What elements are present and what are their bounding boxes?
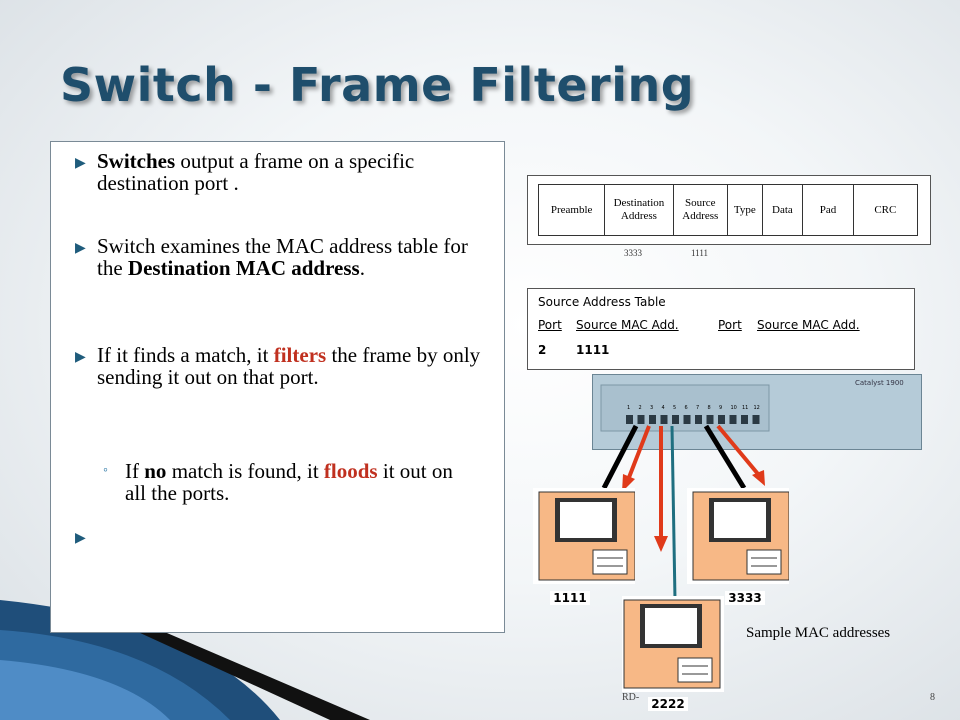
switch-port-number: 8: [708, 405, 711, 411]
switch-port: [706, 415, 714, 424]
computer-2222: [622, 596, 724, 697]
switch-port: [752, 415, 760, 424]
frame-field-pad: Pad: [803, 185, 854, 235]
sat-header-mac-2: Source MAC Add.: [757, 318, 860, 332]
switch-port: [718, 415, 725, 424]
sat-header-mac: Source MAC Add.: [576, 318, 679, 332]
slide-title: Switch - Frame Filtering: [60, 58, 695, 112]
frame-format-diagram: Preamble Destination Address Source Addr…: [527, 175, 931, 245]
sub-bullet-circle-icon: ◦: [103, 463, 108, 478]
switch-port: [683, 415, 691, 424]
source-address-table: Source Address Table Port Source MAC Add…: [527, 288, 915, 370]
mac-label-1111: 1111: [550, 591, 590, 605]
computer-1111: [533, 488, 636, 589]
bullet-text: Switches output a frame on a specific de…: [97, 149, 415, 195]
footer-left-text: RD-: [622, 692, 640, 703]
switch-port-number: 7: [696, 405, 699, 411]
frame-source-mac: 1111: [691, 248, 708, 258]
computer-icon: [622, 596, 724, 692]
switch-port: [729, 415, 737, 424]
switch-port: [649, 415, 656, 424]
bullet-arrow-icon: ▶: [75, 156, 86, 171]
computer-icon: [687, 488, 790, 584]
switch-port-number: 9: [719, 405, 722, 411]
switch-port-number: 10: [731, 405, 737, 411]
mac-label-2222: 2222: [648, 697, 688, 711]
frame-field-preamble: Preamble: [539, 185, 606, 235]
bullet-text: Switch examines the MAC address table fo…: [97, 234, 468, 280]
switch-port-number: 12: [754, 405, 760, 411]
switch-port: [660, 415, 668, 424]
frame-field-destination: Destination Address: [605, 185, 674, 235]
switch-port: [637, 415, 645, 424]
frame-field-data: Data: [763, 185, 804, 235]
switch-port-number: 11: [742, 405, 748, 411]
switch-port: [695, 415, 702, 424]
sat-row-mac: 1111: [576, 343, 610, 357]
switch-port-number: 1: [627, 405, 630, 411]
bullet-arrow-icon: ▶: [75, 350, 86, 365]
bullet-text: If it finds a match, it filters the fram…: [97, 343, 481, 389]
frame-field-source: Source Address: [674, 185, 728, 235]
bullet-arrow-icon: ▶: [75, 531, 86, 546]
frame-destination-mac: 3333: [624, 248, 642, 258]
sat-title: Source Address Table: [538, 295, 666, 309]
sample-mac-caption: Sample MAC addresses: [746, 625, 891, 641]
switch-port: [626, 415, 633, 424]
frame-field-type: Type: [728, 185, 763, 235]
switch-port-number: 5: [673, 405, 676, 411]
switch-port-number: 3: [650, 405, 653, 411]
bullet-arrow-icon: ▶: [75, 241, 86, 256]
frame-fields: Preamble Destination Address Source Addr…: [538, 184, 918, 236]
switch-port-number: 4: [662, 405, 665, 411]
computer-icon: [533, 488, 636, 584]
sub-bullet-text: If no match is found, it floods it out o…: [125, 459, 453, 505]
frame-field-crc: CRC: [874, 203, 897, 216]
switch-port: [672, 415, 679, 424]
bullet-content-box: ▶ Switches output a frame on a specific …: [50, 141, 505, 633]
page-number: 8: [930, 692, 935, 703]
computer-3333: [687, 488, 790, 589]
switch-brand-label: Catalyst 1900: [855, 379, 904, 387]
sat-row-port: 2: [538, 343, 547, 357]
sat-header-port: Port: [538, 318, 562, 332]
switch-port: [741, 415, 748, 424]
sat-header-port-2: Port: [718, 318, 742, 332]
switch-port-number: 2: [639, 405, 642, 411]
switch-port-number: 6: [685, 405, 688, 411]
mac-label-3333: 3333: [725, 591, 765, 605]
